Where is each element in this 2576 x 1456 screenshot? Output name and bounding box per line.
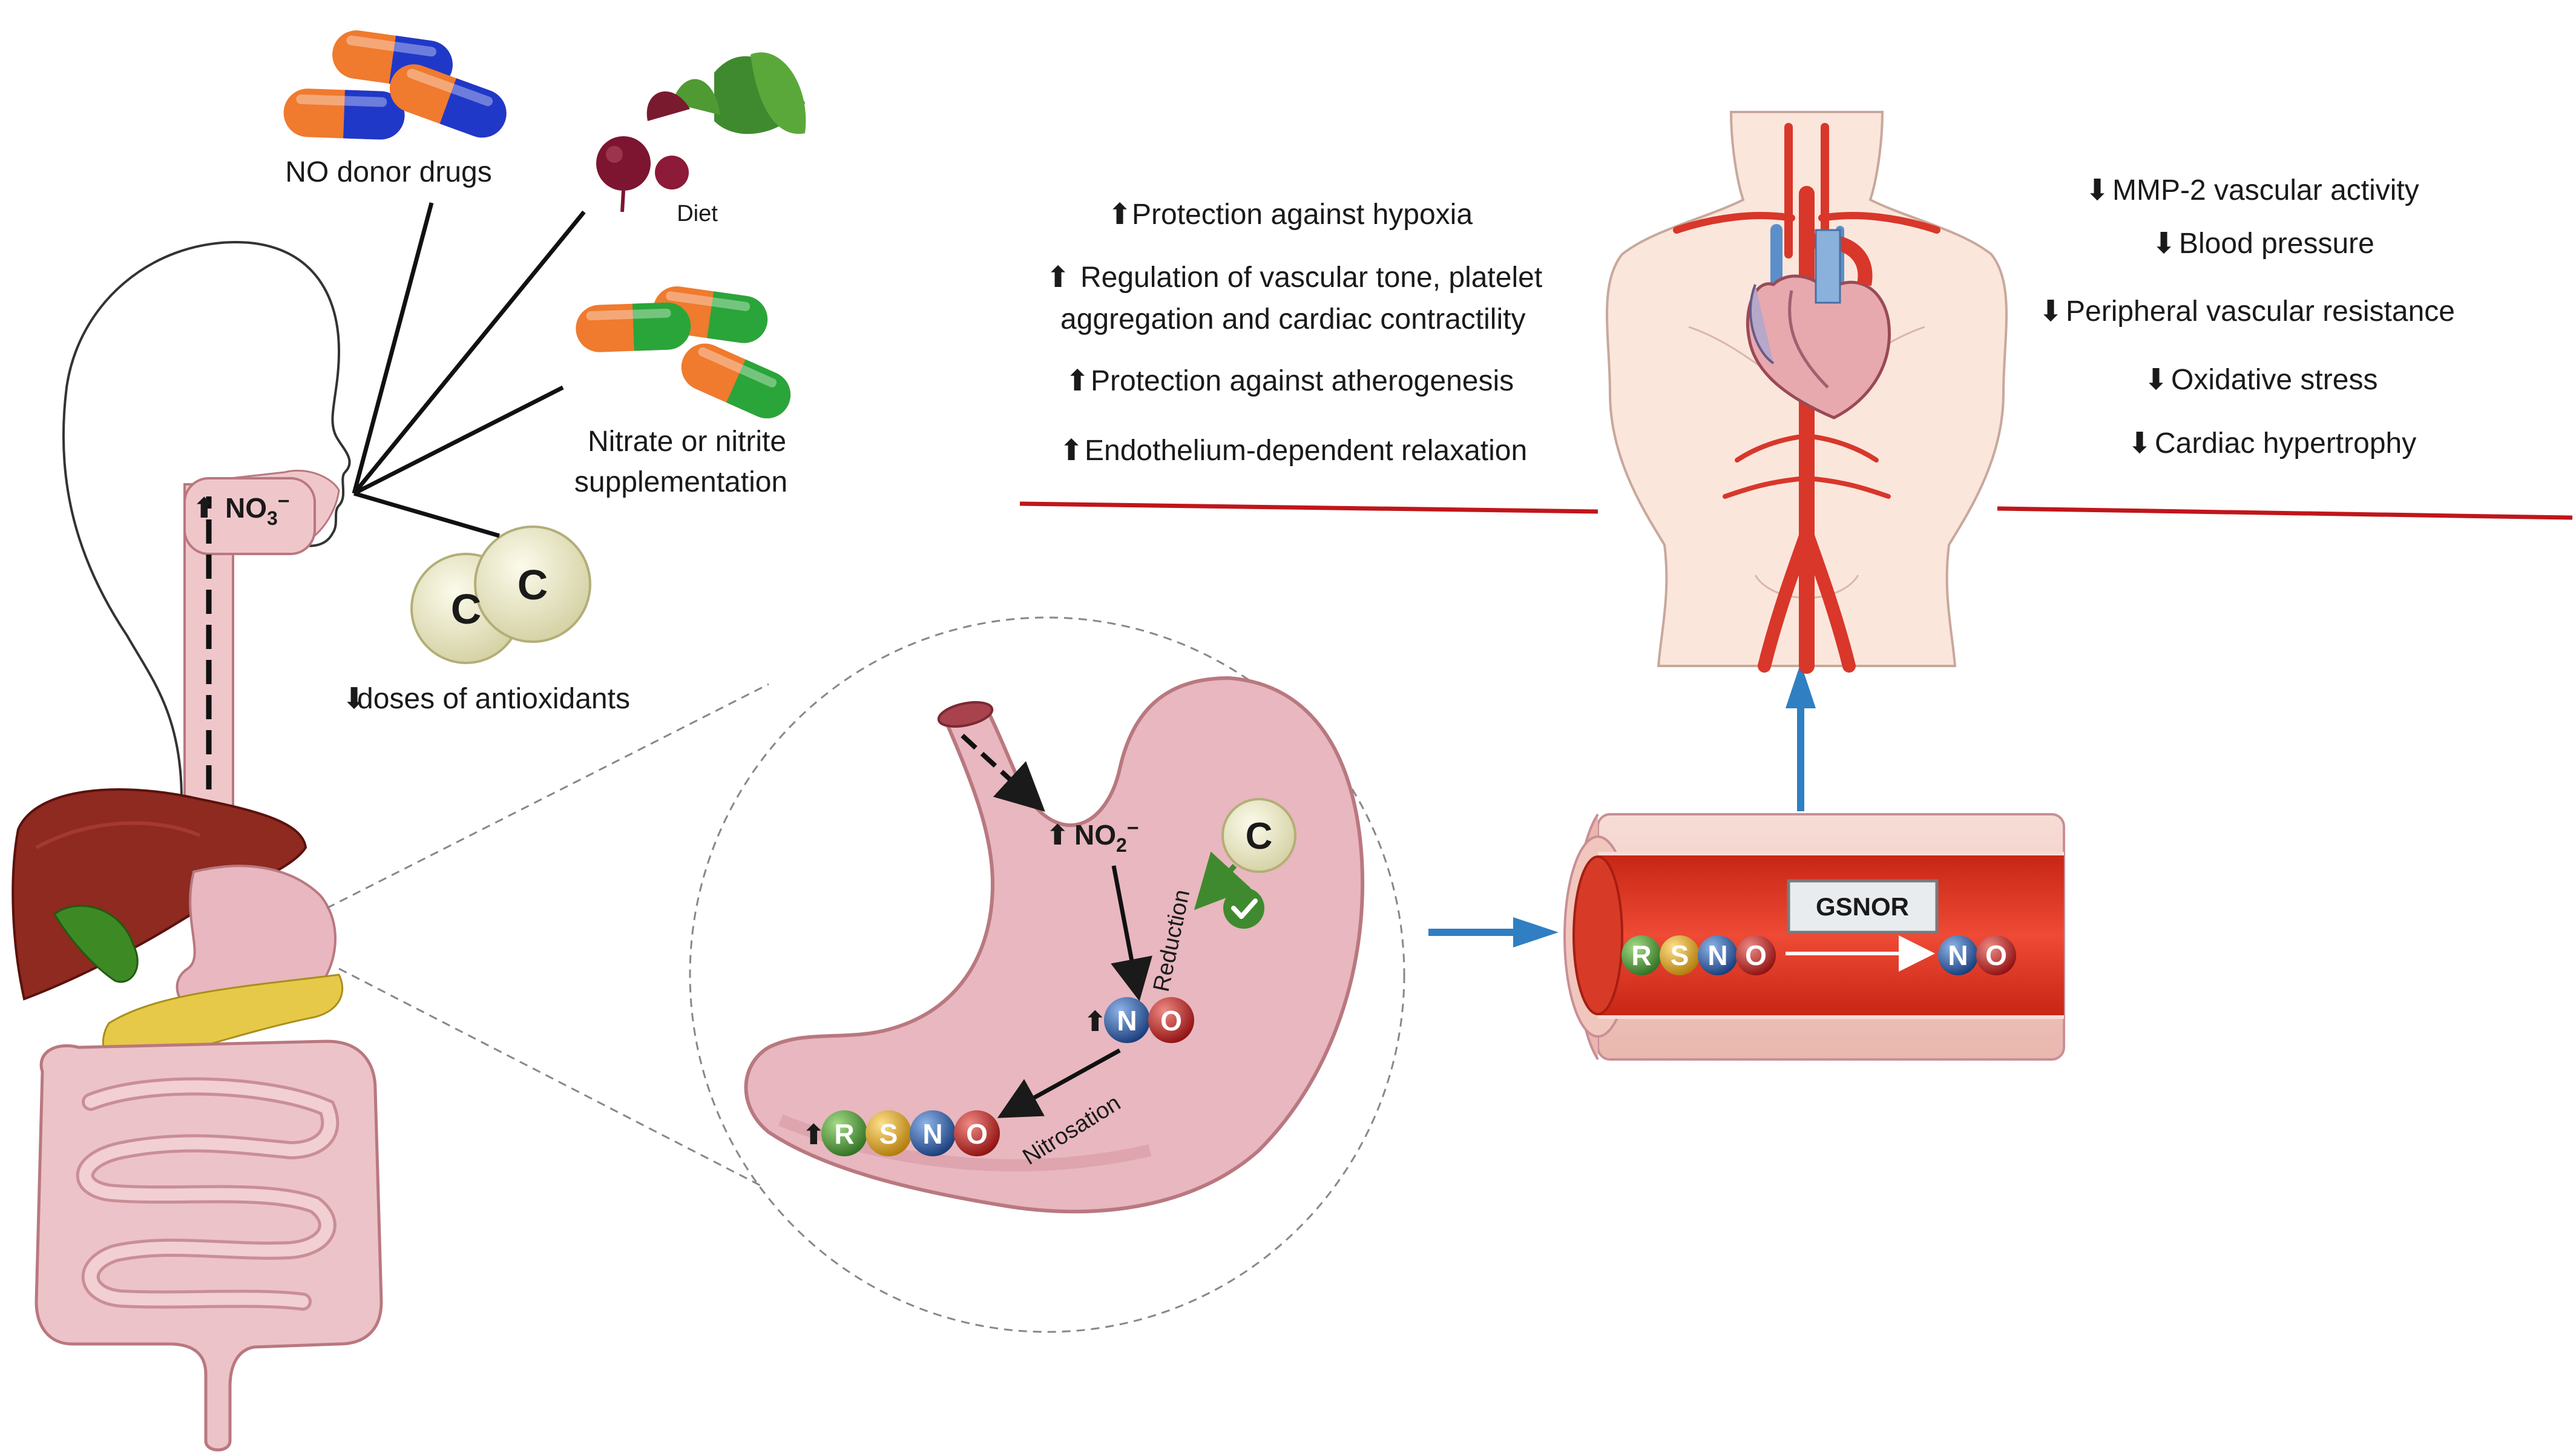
svg-text:⬇: ⬇	[2128, 427, 2152, 460]
stomach-vitamin-c-letter: C	[1246, 815, 1273, 857]
vessel-to-body-arrow	[1786, 663, 1816, 811]
vitamin-c-tablets-icon: C C	[410, 525, 591, 664]
gsnor-label: GSNOR	[1816, 892, 1909, 921]
right-divider	[1997, 506, 2573, 520]
increase-effect-item: ⬆ Regulation of vascular tone, platelet	[1046, 262, 1542, 294]
svg-text:S: S	[879, 1118, 898, 1150]
nitrate-line-1: Nitrate or nitrite	[588, 426, 786, 458]
zoom-guide-lines	[326, 616, 1405, 1333]
head-outline	[62, 240, 351, 800]
decrease-effect-item: ⬇ MMP-2 vascular activity	[2085, 174, 2419, 206]
increase-effect-item: ⬆ Protection against hypoxia	[1108, 199, 1473, 231]
vitamin-c-letter-1: C	[451, 585, 482, 633]
svg-text:Oxidative stress: Oxidative stress	[2171, 364, 2377, 396]
decrease-effects-list: ⬇ MMP-2 vascular activity ⬇ Blood pressu…	[2039, 174, 2455, 460]
svg-text:O: O	[1745, 940, 1767, 971]
increase-effect-item: ⬆ Endothelium-dependent relaxation	[1059, 435, 1527, 467]
svg-text:Regulation of vascular tone, p: Regulation of vascular tone, platelet	[1080, 262, 1542, 294]
svg-text:N: N	[1117, 1005, 1137, 1036]
human-torso-illustration	[1606, 111, 2008, 674]
svg-text:Cardiac hypertrophy: Cardiac hypertrophy	[2155, 427, 2416, 460]
no-donor-drugs-label: NO donor drugs	[285, 156, 492, 188]
vitamin-c-letter-2: C	[518, 561, 548, 608]
gsnor-enzyme-box: GSNOR	[1787, 879, 1939, 934]
increase-effect-item-cont: aggregation and cardiac contractility	[1060, 303, 1525, 335]
nitrite-dashed-arrow	[961, 734, 1045, 812]
svg-text:⬇: ⬇	[2144, 364, 2168, 396]
increase-effect-item: ⬆ Protection against atherogenesis	[1065, 365, 1514, 397]
svg-text:⬆: ⬆	[1059, 435, 1083, 467]
beetroot-icon	[596, 52, 806, 212]
svg-text:N: N	[1948, 940, 1968, 971]
antioxidants-arrow: ⬇	[342, 683, 366, 715]
left-divider	[1019, 501, 1598, 514]
svg-text:S: S	[1671, 940, 1689, 971]
svg-text:aggregation and cardiac contra: aggregation and cardiac contractility	[1060, 303, 1525, 335]
svg-text:O: O	[966, 1118, 988, 1150]
increase-effects-list: ⬆ Protection against hypoxia ⬆ Regulatio…	[1046, 199, 1542, 467]
no-donor-drugs-pills-icon	[283, 30, 507, 140]
nitrate-supplement-pills-icon	[576, 286, 791, 419]
svg-text:⬆: ⬆	[1108, 199, 1132, 231]
antioxidants-label: doses of antioxidants	[357, 683, 630, 715]
reduction-arrow	[1111, 865, 1152, 1001]
svg-text:O: O	[1985, 940, 2007, 971]
stomach-to-vessel-arrow	[1428, 917, 1559, 947]
svg-text:Peripheral vascular resistance: Peripheral vascular resistance	[2066, 295, 2455, 328]
vitamin-c-green-arrow	[1194, 851, 1251, 911]
mouth-arrow: ⬆	[192, 492, 216, 524]
digestive-system-illustration	[12, 788, 383, 1452]
svg-text:MMP-2 vascular activity: MMP-2 vascular activity	[2112, 174, 2419, 206]
blood-vessel-illustration	[1563, 813, 2065, 1061]
input-connector-lines	[352, 202, 586, 538]
svg-text:R: R	[1631, 940, 1651, 971]
svg-text:O: O	[1160, 1005, 1182, 1036]
stomach-no-molecule: N O	[1104, 997, 1194, 1043]
stomach-vitamin-c-icon: C	[1221, 798, 1296, 873]
svg-text:⬇: ⬇	[2152, 228, 2176, 260]
decrease-effect-item: ⬇ Cardiac hypertrophy	[2128, 427, 2416, 460]
svg-text:Endothelium-dependent relaxat: Endothelium-dependent relaxation	[1085, 435, 1527, 467]
stomach-rsno-molecule: R S N O	[821, 1110, 1000, 1156]
no-increase-arrow: ⬆	[1083, 1006, 1107, 1037]
decrease-effect-item: ⬇ Oxidative stress	[2144, 364, 2377, 396]
svg-text:R: R	[834, 1118, 854, 1150]
decrease-effect-item: ⬇ Blood pressure	[2152, 228, 2374, 260]
svg-text:⬆: ⬆	[1065, 365, 1089, 397]
diet-label: Diet	[677, 201, 718, 226]
svg-text:Protection against hypoxia: Protection against hypoxia	[1132, 199, 1473, 231]
mouth-nitrate-label: NO3−	[225, 490, 290, 529]
vessel-rsno-molecule: R S N O	[1622, 935, 1776, 975]
svg-text:⬇: ⬇	[2085, 174, 2109, 206]
decrease-effect-item: ⬇ Peripheral vascular resistance	[2039, 295, 2455, 328]
nitrate-line-2: supplementation	[574, 466, 787, 498]
check-icon	[1223, 888, 1264, 929]
svg-text:N: N	[922, 1118, 942, 1150]
nitrite-label: NO2−	[1074, 817, 1139, 856]
svg-text:⬆: ⬆	[1046, 262, 1070, 294]
svg-text:N: N	[1707, 940, 1727, 971]
nitrite-arrow: ⬆	[1046, 819, 1070, 851]
svg-text:Protection against atherogenes: Protection against atherogenesis	[1091, 365, 1514, 397]
nitrosation-arrow	[997, 1048, 1121, 1118]
svg-text:⬇: ⬇	[2039, 295, 2063, 328]
vessel-no-molecule: N O	[1938, 935, 2016, 975]
svg-text:Blood pressure: Blood pressure	[2179, 228, 2374, 260]
